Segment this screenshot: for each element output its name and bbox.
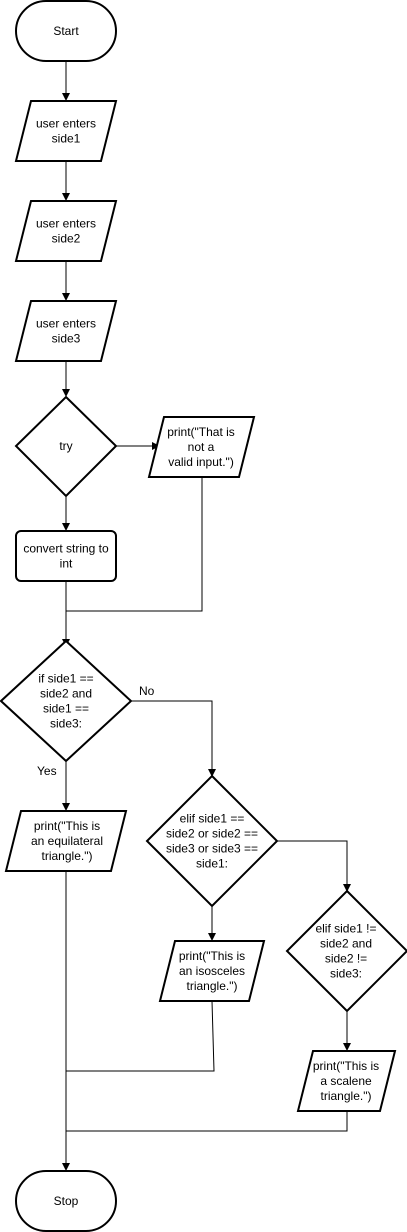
node-label-line: print("This is <box>34 819 100 833</box>
node-cond-isosceles: elif side1 ==side2 or side2 ==side3 or s… <box>145 774 279 908</box>
decision-shape <box>0 639 133 763</box>
node-label-line: user enters <box>36 217 96 231</box>
edge-out-sca-to-merge <box>66 1111 348 1132</box>
node-label-line: print("This is <box>179 949 245 963</box>
node-label-line: triangle.") <box>187 979 238 993</box>
node-cond-isosceles-text: elif side1 ==side2 or side2 ==side3 or s… <box>166 812 258 871</box>
terminator-shape <box>15 1170 117 1232</box>
decision-shape <box>14 395 118 498</box>
node-label-line: a scalene <box>320 1074 372 1088</box>
node-label-line: user enters <box>36 317 96 331</box>
node-stop-text: Stop <box>54 1194 79 1208</box>
node-label-line: try <box>59 439 72 453</box>
node-try: try <box>14 395 118 498</box>
node-label-line: Stop <box>54 1194 79 1208</box>
node-label-line: print("That is <box>167 425 235 439</box>
node-label-line: side1 == <box>43 702 89 716</box>
node-label-line: side3 or side3 == <box>166 842 258 856</box>
node-label-line: elif side1 == <box>180 812 245 826</box>
node-label-line: side1: <box>196 857 228 871</box>
node-label-line: side2 <box>52 232 81 246</box>
node-label-line: an isosceles <box>179 964 245 978</box>
node-label-line: triangle.") <box>42 849 93 863</box>
terminator-shape <box>15 0 117 62</box>
node-label-line: Start <box>53 24 79 38</box>
node-label-line: side3 <box>52 332 81 346</box>
node-label-line: triangle.") <box>321 1089 372 1103</box>
edge-label-no: No <box>139 684 155 698</box>
io-shape <box>147 416 256 478</box>
edge-out-iso-to-merge <box>66 1000 215 1072</box>
io-shape <box>158 940 266 1002</box>
node-stop: Stop <box>15 1170 117 1232</box>
node-label-line: side3: <box>50 717 82 731</box>
edge-invalid-to-merge <box>66 477 203 612</box>
edge-label-yes: Yes <box>37 764 57 778</box>
node-label-line: convert string to <box>23 542 109 556</box>
io-shape <box>14 300 118 362</box>
node-label-line: if side1 == <box>38 672 93 686</box>
node-label-line: side2 and <box>320 937 372 951</box>
node-label-line: side2 and <box>40 687 92 701</box>
io-shape <box>14 200 118 262</box>
decision-shape <box>285 889 407 1013</box>
node-label-line: not a <box>188 440 215 454</box>
node-label-line: side1 <box>52 132 81 146</box>
edge-cond-eq-no <box>131 700 216 777</box>
node-label-line: an equilateral <box>31 834 103 848</box>
node-label-line: elif side1 != <box>315 922 376 936</box>
node-label-line: side2 or side2 == <box>166 827 258 841</box>
node-label-line: int <box>60 557 73 571</box>
io-shape <box>296 1050 397 1112</box>
node-try-text: try <box>59 439 72 453</box>
node-label-line: user enters <box>36 117 96 131</box>
edge-cond-iso-no <box>277 840 351 892</box>
node-label-line: side3: <box>330 967 362 981</box>
node-start: Start <box>15 0 117 62</box>
decision-shape <box>145 774 279 908</box>
node-label-line: side2 != <box>325 952 367 966</box>
node-label-line: print("This is <box>313 1059 379 1073</box>
process-shape <box>15 530 117 582</box>
edges <box>62 61 351 1171</box>
io-shape <box>4 810 128 872</box>
io-shape <box>14 100 118 162</box>
node-start-text: Start <box>53 24 79 38</box>
node-label-line: valid input.") <box>168 455 234 469</box>
